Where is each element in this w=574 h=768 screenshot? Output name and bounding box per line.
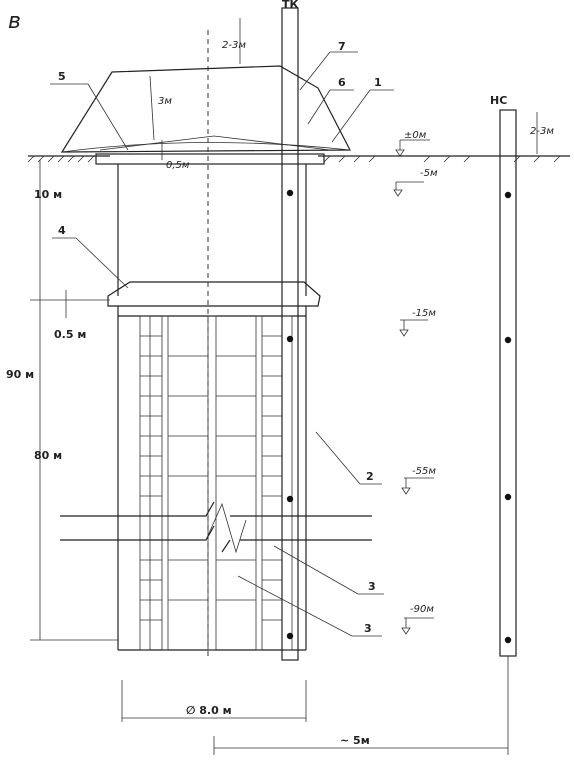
svg-text:0.5 м: 0.5 м	[54, 328, 86, 341]
ground-surface	[27, 155, 570, 163]
level-90: -90м	[410, 604, 434, 615]
svg-text:10 м: 10 м	[34, 188, 62, 201]
left-dimensions: 10 м 0.5 м 90 м 80 м	[6, 160, 118, 641]
panel-letter: в	[8, 9, 21, 34]
frame-rungs	[140, 335, 282, 621]
callout-7: 7	[338, 40, 346, 53]
svg-text:2-3м: 2-3м	[222, 40, 246, 51]
dim-nc-top: 2-3м	[530, 112, 554, 154]
callout-2: 2	[366, 470, 374, 483]
svg-text:~ 5м: ~ 5м	[340, 734, 370, 747]
level-15: -15м	[412, 308, 436, 319]
earth-mound	[60, 65, 351, 153]
shaft-collar	[95, 153, 325, 296]
dim-mound-base: 0,5м	[161, 140, 190, 171]
svg-text:80 м: 80 м	[34, 449, 62, 462]
tk-well: ТК	[281, 0, 299, 661]
callout-3b: 3	[364, 622, 372, 635]
level-0: ±0м	[404, 130, 427, 141]
callout-6: 6	[338, 76, 346, 89]
horizontal-gallery	[60, 501, 372, 554]
shaft-body	[117, 306, 307, 651]
svg-text:0,5м: 0,5м	[166, 160, 190, 171]
dim-over-mound: 2-3м	[222, 18, 246, 64]
dim-mound-height: 3м	[149, 75, 172, 141]
callout-4: 4	[58, 224, 66, 237]
svg-text:2-3м: 2-3м	[530, 126, 554, 137]
svg-text:3м: 3м	[158, 96, 172, 107]
level-markers: ±0м -5м -15м -55м -90м	[393, 130, 438, 635]
callout-1: 1	[374, 76, 382, 89]
nc-well: НС	[490, 94, 517, 755]
svg-text:90 м: 90 м	[6, 368, 34, 381]
level-55: -55м	[412, 466, 436, 477]
svg-text:∅ 8.0 м: ∅ 8.0 м	[186, 704, 232, 717]
dim-spacing: ~ 5м	[213, 734, 508, 755]
tk-label: ТК	[282, 0, 299, 11]
dim-diameter: ∅ 8.0 м	[121, 680, 307, 722]
level-5: -5м	[420, 168, 438, 179]
nc-label: НС	[490, 94, 507, 107]
callouts: 1 2 3 3 4 5 6 7	[50, 40, 394, 637]
callout-3a: 3	[368, 580, 376, 593]
frame-columns	[139, 315, 293, 651]
callout-5: 5	[58, 70, 66, 83]
shaft-ledge	[30, 281, 321, 307]
